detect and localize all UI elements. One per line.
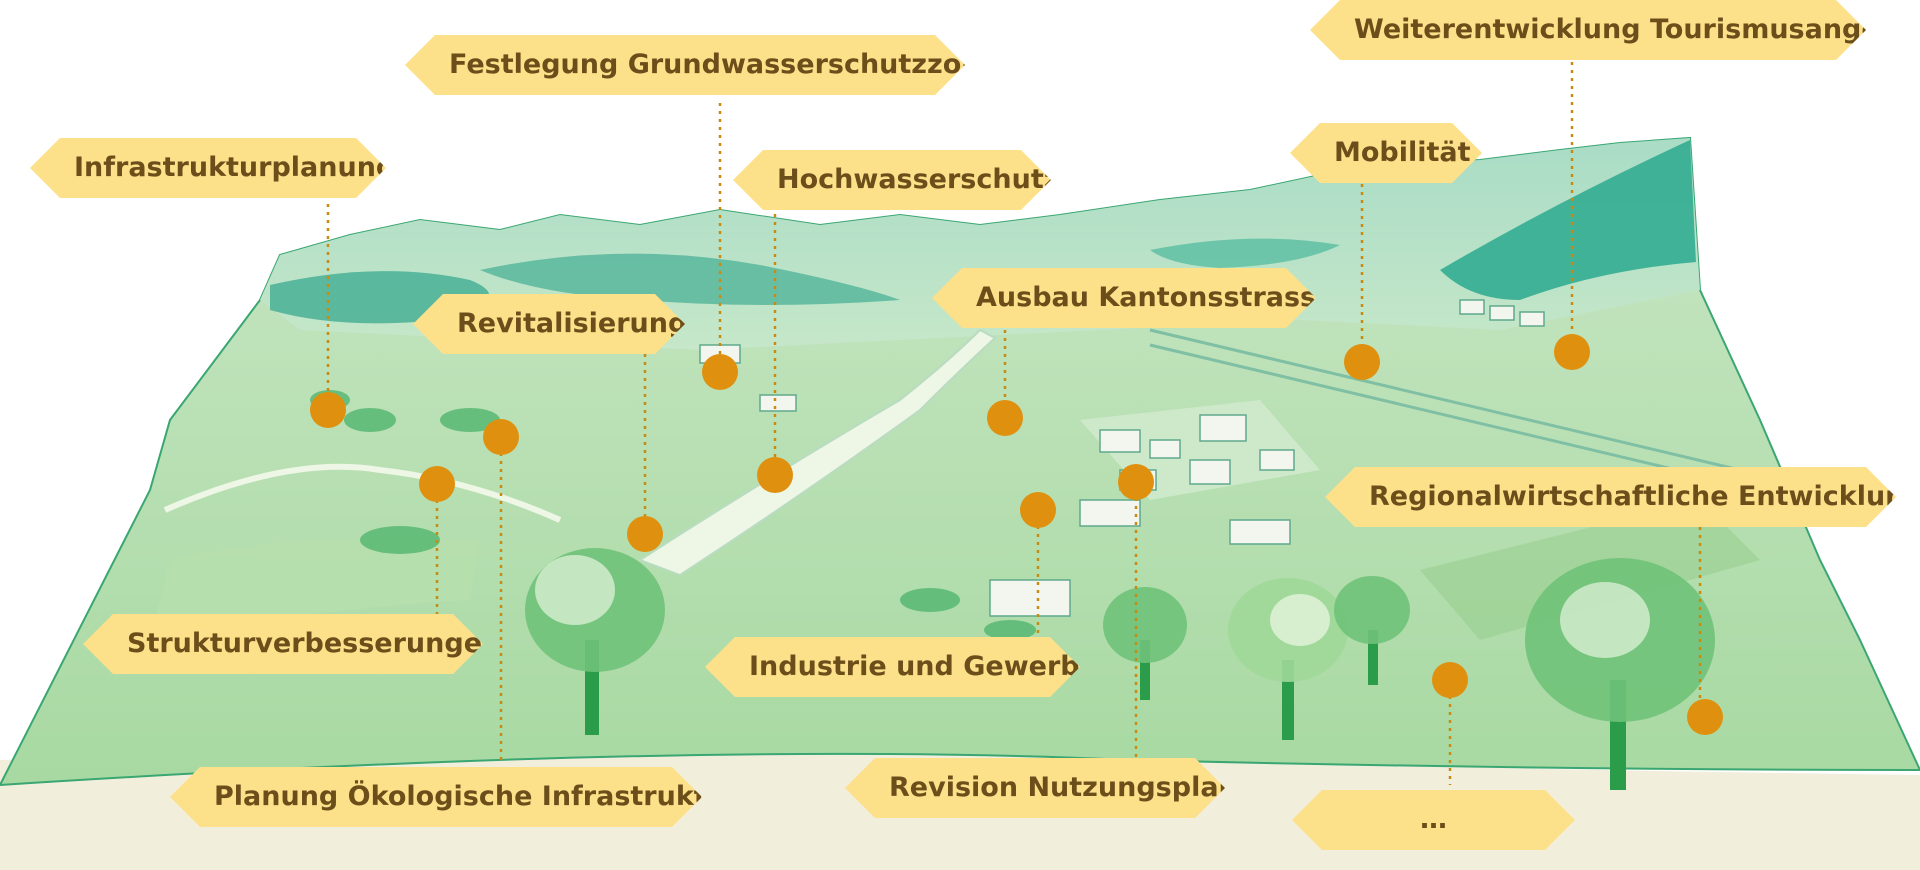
- leader-lines: [326, 62, 1702, 785]
- marker-industrie: [1020, 492, 1056, 528]
- river: [637, 328, 997, 577]
- label-nutzungsplan: Revision Nutzungsplan: [845, 758, 1225, 818]
- tree-center-3: [1334, 576, 1410, 685]
- marker-regionalwirtschaft: [1687, 699, 1723, 735]
- label-revitalisierung: Revitalisierung: [413, 294, 685, 354]
- label-industrie: Industrie und Gewerbe: [705, 637, 1080, 697]
- tree-left: [525, 548, 665, 735]
- label-oekologische-infrastruktur: Planung Ökologische Infrastruktur: [170, 767, 702, 827]
- marker-nutzungsplan: [1118, 464, 1154, 500]
- label-hochwasserschutz: Hochwasserschutz: [733, 150, 1051, 210]
- marker-strukturverbesserungen: [419, 466, 455, 502]
- marker-grundwasserschutzzone: [702, 354, 738, 390]
- forest-right: [1440, 140, 1696, 300]
- label-kantonsstrasse: Ausbau Kantonsstrasse: [932, 268, 1316, 328]
- railway: [1149, 328, 1741, 472]
- marker-revitalisierung: [627, 516, 663, 552]
- country-road: [163, 463, 562, 523]
- marker-mobilitaet: [1344, 344, 1380, 380]
- marker-oekologische-infrastruktur: [483, 419, 519, 455]
- marker-kantonsstrasse: [987, 400, 1023, 436]
- tree-center-2: [1228, 578, 1348, 740]
- tree-right: [1525, 558, 1715, 790]
- forest-mid: [1150, 238, 1340, 268]
- tree-center-1: [1103, 587, 1187, 700]
- markers: [310, 334, 1723, 735]
- forest-center: [480, 253, 900, 305]
- label-strukturverbesserungen: Strukturverbesserungen: [83, 614, 483, 674]
- label-infrastrukturplanung: Infrastrukturplanung: [30, 138, 386, 198]
- marker-weitere: [1432, 662, 1468, 698]
- label-mobilitaet: Mobilität: [1290, 123, 1482, 183]
- railway-2: [1149, 343, 1741, 487]
- label-grundwasserschutzzone: Festlegung Grundwasserschutzzone: [405, 35, 965, 95]
- label-weitere: …: [1292, 790, 1575, 850]
- label-tourismus: Weiterentwicklung Tourismusangebot: [1310, 0, 1866, 60]
- marker-hochwasserschutz: [757, 457, 793, 493]
- marker-tourismus: [1554, 334, 1590, 370]
- marker-infrastrukturplanung: [310, 392, 346, 428]
- label-regionalwirtschaft: Regionalwirtschaftliche Entwicklung: [1325, 467, 1896, 527]
